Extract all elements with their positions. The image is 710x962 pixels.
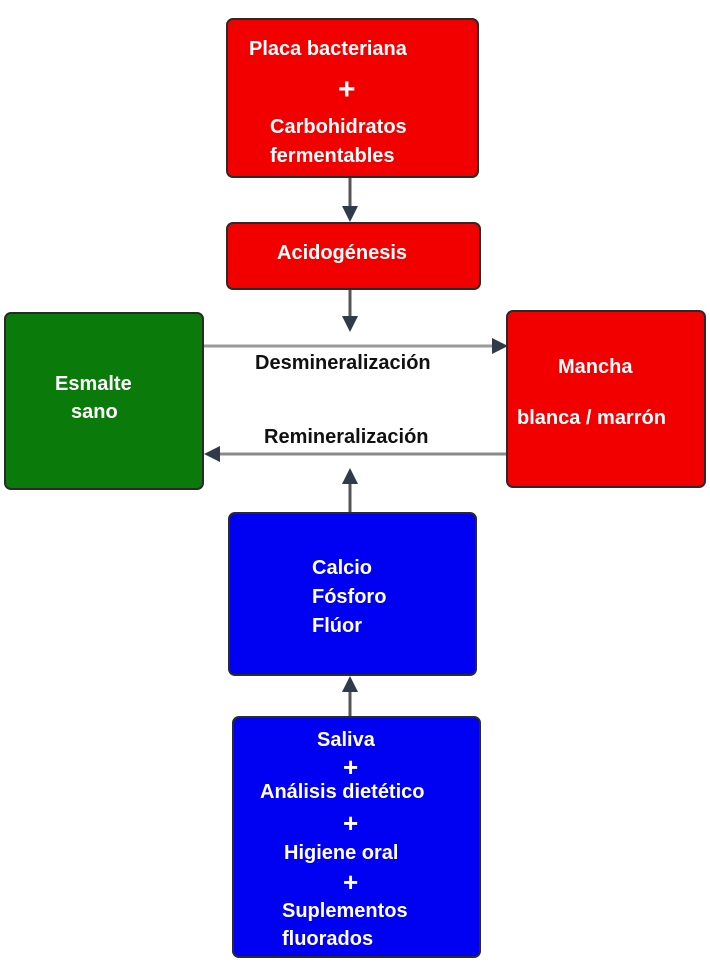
acidogenesis-label: Acidogénesis <box>277 242 408 264</box>
desmineralizacion-label: Desmineralización <box>255 352 431 374</box>
minerales-box: Calcio Fósforo Flúor <box>228 512 477 676</box>
arrowhead-minerales-to-remin <box>342 468 358 484</box>
factor-plus-3: + <box>343 867 359 897</box>
placa-line2: Carbohidratos <box>270 116 407 138</box>
mineral-item-calcio: Calcio <box>312 557 373 579</box>
arrowhead-desmineralizacion <box>492 338 508 354</box>
arrowhead-acido-to-desmin <box>342 316 358 332</box>
placa-line3: fermentables <box>270 145 395 167</box>
mancha-line2: blanca / marrón <box>517 407 666 429</box>
mineral-item-fosforo: Fósforo <box>312 586 387 608</box>
factor-item-higiene: Higiene oral <box>284 842 399 864</box>
mineral-item-fluor: Flúor <box>312 615 362 637</box>
remineralizacion-label: Remineralización <box>264 426 429 448</box>
arrowhead-remineralizacion <box>204 446 220 462</box>
factor-item-fluorados: fluorados <box>282 928 374 950</box>
factor-plus-2: + <box>343 808 359 838</box>
placa-plus: + <box>338 73 356 106</box>
arrowhead-factores-to-minerales <box>342 676 358 692</box>
factor-plus-1: + <box>343 752 359 782</box>
esmalte-line1: Esmalte <box>55 373 132 395</box>
placa-line1: Placa bacteriana <box>249 38 407 60</box>
mancha-box: Mancha blanca / marrón <box>506 310 706 488</box>
arrowhead-placa-to-acido <box>342 206 358 222</box>
placa-bacteriana-box: Placa bacteriana + Carbohidratos ferment… <box>226 18 479 178</box>
factor-item-saliva: Saliva <box>317 729 375 751</box>
factores-box: Saliva + Análisis dietético + Higiene or… <box>232 716 481 958</box>
factor-item-analisis: Análisis dietético <box>260 781 425 803</box>
esmalte-sano-box: Esmalte sano <box>4 312 204 490</box>
factor-item-suplementos: Suplementos <box>282 900 408 922</box>
esmalte-line2: sano <box>71 401 118 423</box>
mancha-line1: Mancha <box>558 356 633 378</box>
acidogenesis-box: Acidogénesis <box>226 222 481 290</box>
